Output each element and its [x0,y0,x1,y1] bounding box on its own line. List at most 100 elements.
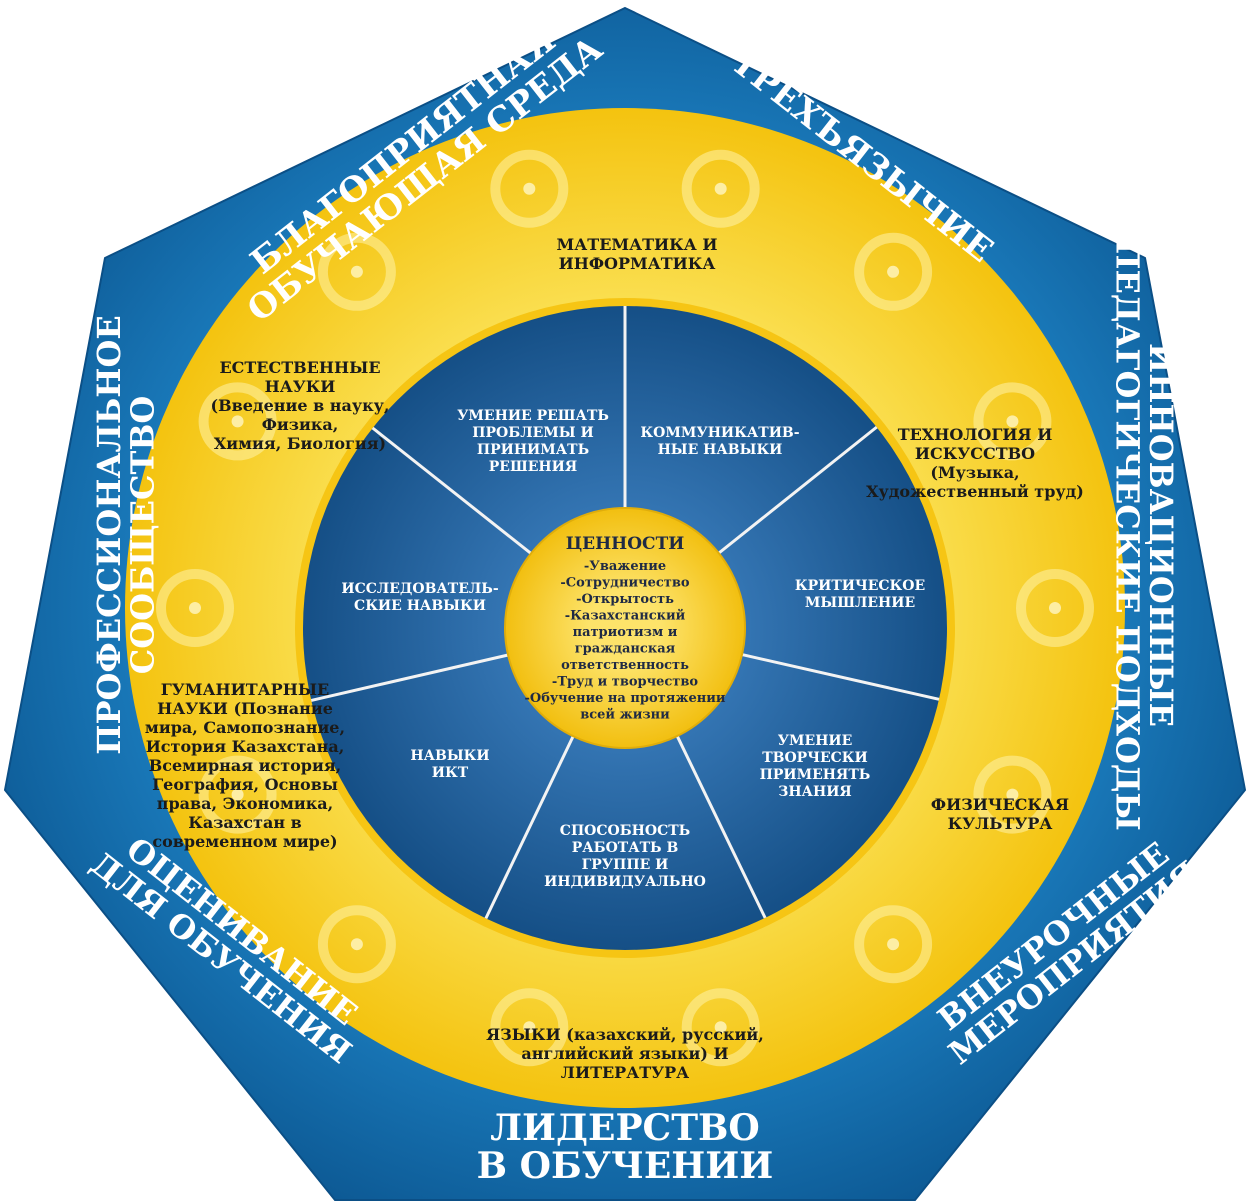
ornament-swirl [854,232,933,311]
ornament-dot [887,938,900,951]
ornament-dot [714,1021,727,1034]
skill-label-line: ПРИНИМАТЬ [477,442,589,458]
sector-divider [741,653,940,701]
subject-label-line: ГУМАНИТАРНЫЕ [161,680,330,699]
ornament-dot [231,415,244,428]
ornament-swirl [973,755,1052,834]
center-value-line: -Труд и творчество [552,675,698,690]
center-value: -Уважение -Сотрудничество-Открытость -Каза… [524,559,725,723]
subject-label: ЯЗЫКИ (казахский, русский,английский язы… [486,1025,764,1082]
skill-label-line: ГРУППЕ И [582,857,669,873]
skill-label-line: СПОСОБНОСТЬ [560,823,690,839]
subject-label-line: ИНФОРМАТИКА [559,254,716,273]
ornament-dot [1006,415,1019,428]
subject-label-line: (Введение в науку, [211,396,390,415]
ornament-swirl [490,988,569,1067]
subject-label-line: современном мире) [152,832,337,851]
outer-section-label-line: ПЕДАГОГИЧЕСКИЕ ПОДХОДЫ [1108,239,1146,831]
ornament-swirl [156,569,234,647]
outer-section-label: ПРОФЕССИОНАЛЬНОЕСООБЩЕСТВО [90,315,162,754]
subject-label-line: права, Экономика, [157,794,333,813]
ornament-swirl [198,382,277,461]
ornament-swirl [681,988,760,1067]
center-value-line: гражданская [575,642,676,657]
skill-label-line: РАБОТАТЬ В [572,840,679,856]
skill-label-line: ТВОРЧЕСКИ [762,750,868,766]
subject-label-line: МАТЕМАТИКА И [557,235,718,254]
subject-label-line: ФИЗИЧЕСКАЯ [931,795,1069,814]
subject-label-line: мира, Самопознание, [145,718,345,737]
center-value-line: -Сотрудничество [560,576,689,591]
subject-label-line: Художественный труд) [866,482,1084,501]
outer-section-label-line: В ОБУЧЕНИИ [477,1145,774,1187]
subject-label-line: ЛИТЕРАТУРА [561,1063,689,1082]
sector-divider [675,735,767,919]
skill-label-line: КОММУНИКАТИВ- [640,425,799,441]
ornament-swirl [973,382,1052,461]
skill-label-line: ПРОБЛЕМЫ И [472,425,593,441]
skill-label-line: ПРИМЕНЯТЬ [760,767,871,783]
subject-label-line: Всемирная история, [149,756,342,775]
outer-section-label-line: ЛИДЕРСТВО [490,1107,760,1149]
skill-label-line: НАВЫКИ [410,748,489,764]
subject-label-line: ИСКУССТВО [915,444,1035,463]
subject-label-line: ЕСТЕСТВЕННЫЕ [219,358,380,377]
sector-divider [484,735,575,920]
skill-label: ИССЛЕДОВАТЕЛЬ-СКИЕ НАВЫКИ [341,581,498,614]
ornament-dot [350,938,363,951]
center-value-line: патриотизм и [573,625,678,640]
ornament-dot [714,182,727,195]
ornament-dot [189,602,201,614]
center-value-line: -Обучение на протяжении [524,691,725,706]
center-value-line: всей жизни [580,708,670,723]
ornament-dot [1006,788,1019,801]
ornament-dot [1049,602,1061,614]
center-title: ЦЕННОСТИ [566,534,685,554]
ornament-dot [887,265,900,278]
subject-label-line: История Казахстана, [146,737,345,756]
outer-section-label-line: СООБЩЕСТВО [124,396,162,675]
outer-section-label-line: ПРОФЕССИОНАЛЬНОЕ [90,315,128,754]
skill-label: КОММУНИКАТИВ-НЫЕ НАВЫКИ [640,425,799,458]
outer-section-label: ИННОВАЦИОННЫЕПЕДАГОГИЧЕСКИЕ ПОДХОДЫ [1108,239,1180,831]
ornament-swirl [854,905,933,984]
subject-label-line: Химия, Биология) [214,434,386,453]
ornament-swirl [198,755,277,834]
center-value-line: ответственность [561,658,689,673]
center-value-line: -Открытость [576,592,674,607]
subject-label-line: НАУКИ [265,377,336,396]
center-value-line: -Казахстанский [565,609,686,624]
skill-label-line: ИКТ [432,765,469,781]
sector-divider [310,653,509,702]
ornament-dot [350,265,363,278]
subject-label-line: ТЕХНОЛОГИЯ И [898,425,1053,444]
ornament-dot [523,1021,536,1034]
skill-label-line: РЕШЕНИЯ [489,459,577,475]
center-value-line: -Уважение [584,559,666,574]
sector-divider [717,425,878,555]
ornament-swirl [490,149,569,228]
subject-label-line: КУЛЬТУРА [948,814,1053,833]
subject-label-line: География, Основы [152,775,338,794]
ornament-swirl [317,905,396,984]
center-values: ЦЕННОСТИ -Уважение -Сотрудничество-Открыто… [524,534,725,723]
subject-label-line: Казахстан в [188,813,301,832]
ornament-dot [523,182,536,195]
skill-label-line: УМЕНИЕ [778,733,853,749]
sector-divider [371,426,532,555]
skill-label-line: ИНДИВИДУАЛЬНО [544,874,706,890]
subject-label-line: (Музыка, [930,463,1019,482]
skill-label-line: КРИТИЧЕСКОЕ [795,578,925,594]
